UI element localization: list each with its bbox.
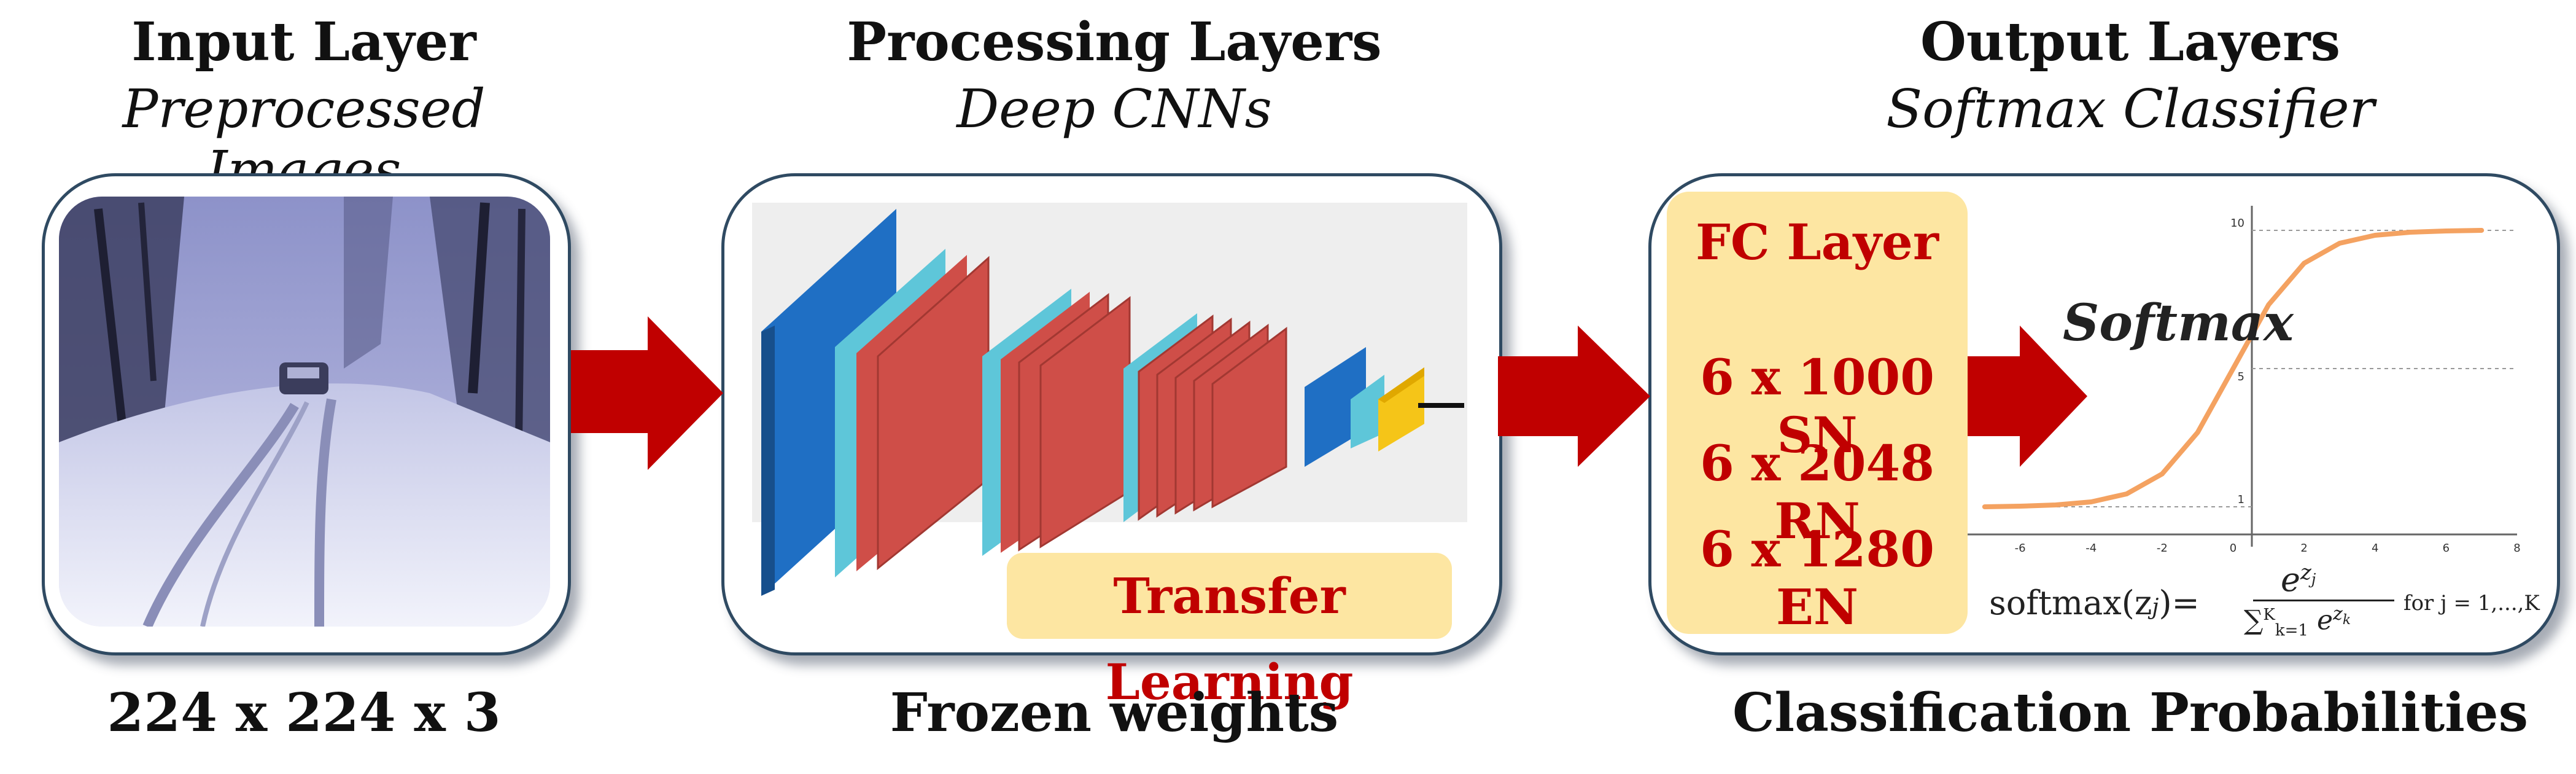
x-tick-label: -6: [2015, 542, 2026, 555]
fc-line-sn: 6 x 1000 SN: [1700, 348, 1934, 464]
processing-layers-title: Processing Layers: [847, 11, 1382, 73]
sigmoid-curve: [1982, 228, 2485, 509]
x-tick-label: 6: [2443, 542, 2450, 555]
fc-line-en: 6 x 1280 EN: [1700, 520, 1934, 636]
cnn-layer-stack: [761, 209, 1464, 596]
fc-layer-box: FC Layer 6 x 1000 SN 6 x 2048 RN 6 x 128…: [1667, 192, 1968, 636]
frozen-weights-label: Frozen weights: [890, 682, 1339, 744]
fc-line-rn: 6 x 2048 RN: [1700, 434, 1934, 550]
output-layers-subtitle: Softmax Classifier: [1886, 79, 2375, 140]
softmax-label: Softmax: [2063, 294, 2294, 353]
output-layers-title: Output Layers: [1920, 11, 2341, 73]
input-dimensions-label: 224 x 224 x 3: [107, 682, 501, 744]
arrow-input-to-processing: [571, 316, 723, 470]
x-tick-label: 4: [2372, 542, 2378, 555]
y-tick-label: 1: [2238, 493, 2244, 506]
softmax-formula: softmax(zj)= ezj ∑Kk=1 ezk for j = 1,...…: [1989, 560, 2540, 640]
y-tick-label: 10: [2230, 217, 2244, 230]
input-layer-title: Input Layer: [131, 11, 476, 73]
snowy-road-image: [59, 197, 550, 627]
arrow-fc-to-softmax: [1961, 326, 2087, 467]
x-tick-label: 0: [2230, 542, 2237, 555]
classification-probabilities-label: Classification Probabilities: [1732, 682, 2529, 744]
x-tick-label: 2: [2300, 542, 2307, 555]
x-tick-label: -4: [2085, 542, 2097, 555]
arrow-processing-to-output: [1498, 326, 1650, 467]
fc-layer-title: FC Layer: [1696, 213, 1939, 271]
transfer-learning-badge: Transfer Learning: [1007, 553, 1452, 711]
processing-layers-subtitle: Deep CNNs: [956, 79, 1272, 140]
x-tick-label: 8: [2513, 542, 2520, 555]
y-tick-label: 5: [2238, 370, 2244, 383]
x-tick-label: -2: [2157, 542, 2168, 555]
